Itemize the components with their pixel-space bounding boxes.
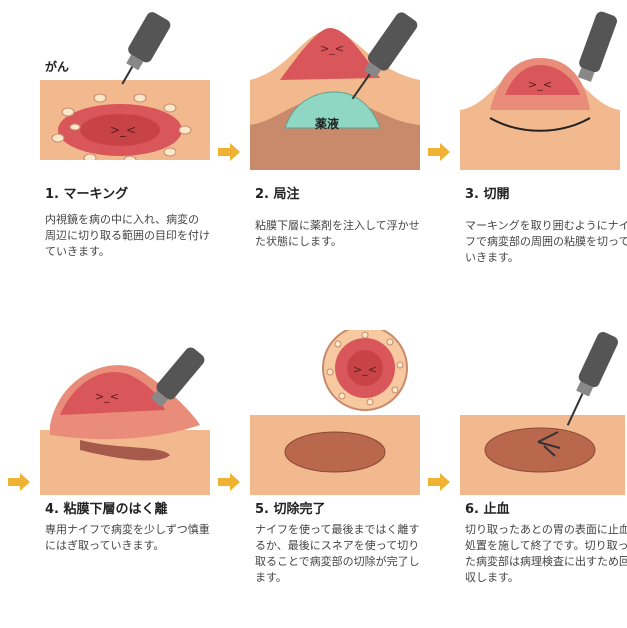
svg-text:>_<: >_< bbox=[528, 78, 552, 91]
step-6-description: 切り取ったあとの胃の表面に止血処置を施して終了です。切り取った病変部は病理検査に… bbox=[465, 522, 627, 586]
panel-1-marking-illustration: >_< がん bbox=[40, 10, 210, 150]
step-6-title: 6. 止血 bbox=[465, 498, 510, 517]
step-1-description: 内視鏡を病の中に入れ、病変の周辺に切り取る範囲の目印を付けていきます。 bbox=[45, 212, 210, 260]
step-1-title: 1. マーキング bbox=[45, 183, 128, 202]
panel-3-incision-illustration: >_< bbox=[460, 10, 627, 150]
panel-2-injection-illustration: >_< 薬液 bbox=[250, 10, 420, 150]
step-5-title: 5. 切除完了 bbox=[255, 498, 326, 517]
arrow-right-icon bbox=[218, 143, 240, 161]
arrow-right-icon bbox=[428, 143, 450, 161]
step-2-title: 2. 局注 bbox=[255, 183, 300, 202]
arrow-right-icon bbox=[218, 473, 240, 491]
step-4-title: 4. 粘膜下層のはく離 bbox=[45, 498, 168, 517]
step-3-description: マーキングを取り囲むようにナイフで病変部の周囲の粘膜を切っていきます。 bbox=[465, 218, 627, 266]
panel-4-dissection-illustration: >_< bbox=[40, 335, 210, 475]
step-4-description: 専用ナイフで病変を少しずつ慎重にはぎ取っていきます。 bbox=[45, 522, 210, 554]
svg-text:>_<: >_< bbox=[353, 363, 377, 376]
step-3-title: 3. 切開 bbox=[465, 183, 510, 202]
arrow-right-icon bbox=[8, 473, 30, 491]
arrow-right-icon bbox=[428, 473, 450, 491]
svg-text:>_<: >_< bbox=[110, 123, 136, 137]
panel-5-resection-complete-illustration: >_< bbox=[250, 330, 420, 470]
panel-6-hemostasis-illustration bbox=[460, 330, 627, 470]
svg-text:>_<: >_< bbox=[95, 390, 119, 403]
cancer-label: がん bbox=[45, 58, 69, 75]
svg-text:>_<: >_< bbox=[320, 42, 344, 55]
drug-label: 薬液 bbox=[315, 115, 339, 132]
step-5-description: ナイフを使って最後まではく離するか、最後にスネアを使って切り取ることで病変部の切… bbox=[255, 522, 420, 586]
step-2-description: 粘膜下層に薬剤を注入して浮かせた状態にします。 bbox=[255, 218, 420, 250]
